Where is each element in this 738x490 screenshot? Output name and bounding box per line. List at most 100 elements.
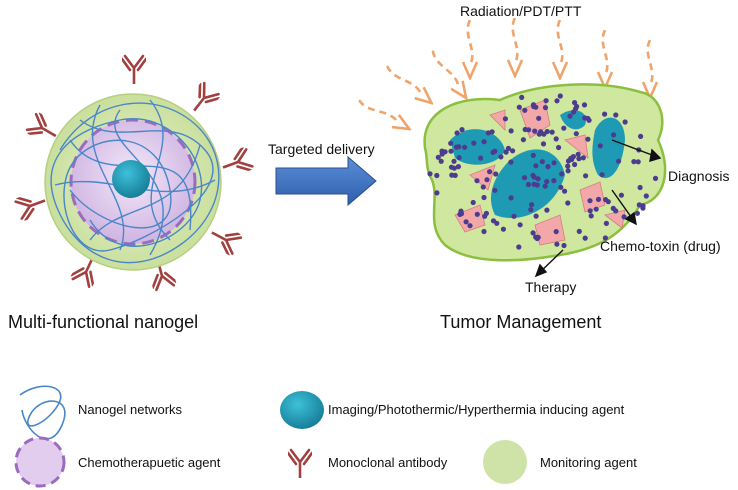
drug-dot [549,129,555,135]
legend-monitoring-icon [483,440,527,484]
drug-dot [553,136,559,142]
legend-network-icon [19,385,66,440]
drug-dot [508,159,514,165]
drug-dot [505,145,511,151]
callout-arrows [534,139,662,278]
drug-dot [559,171,565,177]
drug-dot [565,168,571,174]
drug-dot [453,144,460,150]
legend-antibody-label: Monoclonal antibody [328,455,448,470]
drug-dot [544,207,550,213]
drug-dot [603,197,609,203]
drug-dot [610,205,616,211]
drug-dot [571,109,577,115]
drug-dot [481,194,487,201]
legend-antibody-icon [288,448,312,478]
drug-dot [529,202,535,208]
drug-dot [561,125,567,131]
drug-dot [536,131,542,137]
drug-dot [519,94,525,100]
drug-dot [583,173,589,179]
drug-dot [599,172,605,178]
drug-dot [640,205,646,211]
delivery-label: Targeted delivery [268,141,375,157]
drug-dot [492,187,498,193]
drug-dot [542,105,549,111]
drug-dot [536,115,542,121]
drug-dot [587,208,593,214]
drug-dot [572,161,578,168]
drug-dot [539,159,545,165]
drug-dot [580,155,586,161]
legend-imaging-label: Imaging/Photothermic/Hyperthermia induci… [328,402,625,417]
drug-dot [616,158,622,164]
drug-dot [516,104,522,110]
drug-dot [542,183,548,189]
drug-dot [535,176,541,182]
drug-dot [588,213,594,219]
drug-dot [543,98,549,104]
drug-dot [530,172,536,178]
drug-dot [636,202,642,208]
drug-dot [438,158,444,164]
drug-dot [448,164,455,170]
drug-dot [455,164,461,170]
drug-dot [498,154,504,160]
drug-dot [485,130,491,136]
drug-dot [561,242,567,249]
drug-dot [463,219,469,225]
drug-dot [509,148,516,154]
drug-dot [581,102,588,108]
drug-dot [481,139,487,145]
drug-dot [480,184,486,190]
drug-dot [551,178,557,184]
chemo-toxin-label: Chemo-toxin (drug) [600,238,721,254]
drug-dot [540,141,547,147]
drug-dot [474,211,480,217]
tumor-caption: Tumor Management [440,312,602,332]
therapy-label: Therapy [525,279,577,295]
drug-dot [531,181,537,187]
drug-dot [572,100,578,106]
tumor-drug-dots [427,93,659,250]
drug-dot [634,210,641,216]
drug-dot [613,112,619,118]
drug-dot [567,113,573,119]
legend-chemo-label: Chemotherapuetic agent [78,455,221,470]
drug-dot [451,158,457,164]
drug-dot [553,229,559,235]
drug-dot [471,140,477,146]
drug-dot [448,140,454,146]
drug-dot [483,210,489,216]
nanogel-caption: Multi-functional nanogel [8,312,199,332]
drug-dot [593,206,599,212]
drug-dot [434,172,440,179]
drug-dot [531,103,537,110]
drug-dot [525,181,532,188]
drug-dot [454,130,460,136]
drug-dot [586,117,592,123]
drug-dot [456,155,462,161]
drug-dot [511,213,517,219]
drug-dot [528,207,534,213]
drug-dot [602,235,609,241]
drug-dot [500,226,506,232]
drug-dot [637,184,643,191]
drug-dot [427,171,433,177]
drug-dot [570,154,577,160]
drug-dot [462,144,468,150]
drug-dot [643,193,649,199]
drug-dot [585,136,591,142]
drug-dot [565,200,571,206]
drug-dot [502,116,508,122]
drug-dot [532,128,538,134]
drug-dot [576,228,582,234]
legend-imaging-icon [280,391,324,429]
drug-dot [439,148,445,154]
drug-dot [474,178,480,184]
diagnosis-label: Diagnosis [668,168,730,184]
drug-dot [602,111,608,117]
drug-dot [459,127,465,133]
drug-dot [631,159,637,165]
drug-dot [565,163,571,169]
